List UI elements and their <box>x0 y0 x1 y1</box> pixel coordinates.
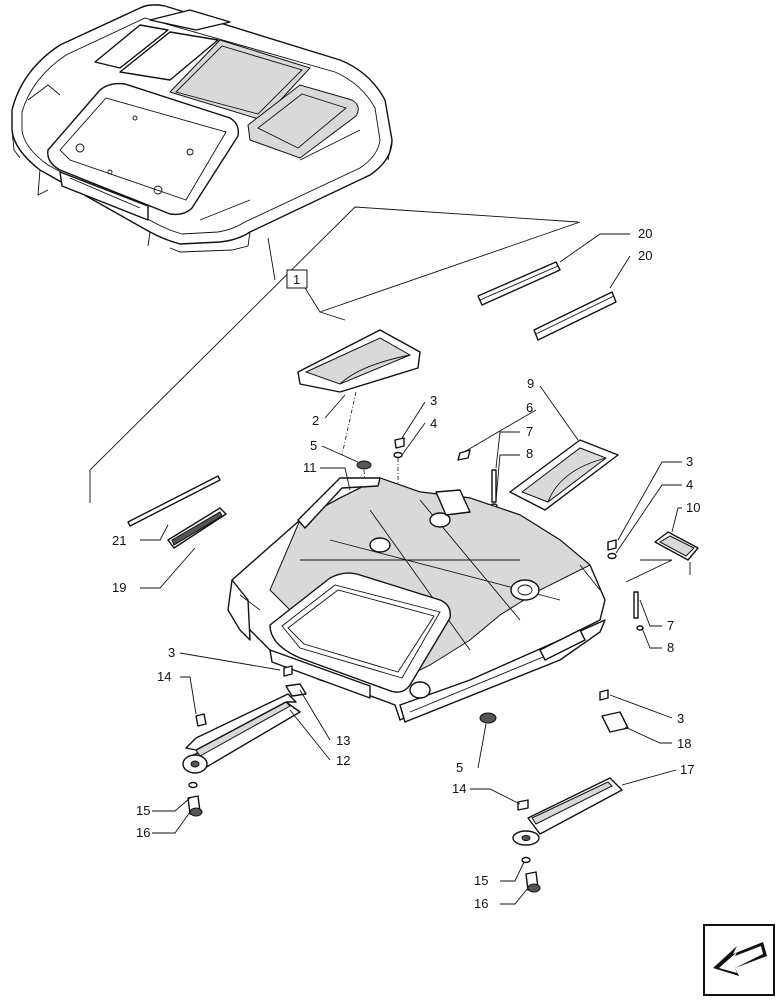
assembly-bracket: 1 <box>89 206 581 503</box>
part-2-duct-cover <box>297 329 421 456</box>
part-15-16-right <box>521 856 541 893</box>
callout-18: 18 <box>677 736 691 751</box>
part-12-handrail <box>182 665 307 774</box>
callout-3: 3 <box>686 454 693 469</box>
cab-roof-shell <box>11 4 393 253</box>
part-5-grommet <box>479 712 497 724</box>
callout-16: 16 <box>136 825 150 840</box>
callout-14: 14 <box>452 781 466 796</box>
right-fasteners <box>607 539 644 631</box>
callout-17: 17 <box>680 762 694 777</box>
callout-16: 16 <box>474 896 488 911</box>
callout-3: 3 <box>430 393 437 408</box>
callout-21: 21 <box>112 533 126 548</box>
callout-8: 8 <box>667 640 674 655</box>
callout-11: 11 <box>303 460 317 475</box>
callout-3: 3 <box>168 645 175 660</box>
callout-7: 7 <box>526 424 533 439</box>
callout-7: 7 <box>667 618 674 633</box>
callout-15: 15 <box>474 873 488 888</box>
callout-6: 6 <box>526 400 533 415</box>
callout-19: 19 <box>112 580 126 595</box>
part-20-seal-strips <box>477 261 617 341</box>
part-10-filter <box>625 531 699 583</box>
callout-15: 15 <box>136 803 150 818</box>
callout-13: 13 <box>336 733 350 748</box>
assembly-label: 1 <box>293 272 300 287</box>
callout-10: 10 <box>686 500 700 515</box>
headliner-frame <box>227 477 606 723</box>
part-9-panel <box>509 439 619 511</box>
assembly-label-box <box>286 269 308 289</box>
part-17-handrail <box>512 689 629 846</box>
part-15-16-left <box>187 781 203 817</box>
callout-9: 9 <box>527 376 534 391</box>
callout-14: 14 <box>157 669 171 684</box>
leader-lines <box>140 233 682 905</box>
callout-8: 8 <box>526 446 533 461</box>
callout-12: 12 <box>336 753 350 768</box>
callout-4: 4 <box>430 416 437 431</box>
callout-20: 20 <box>638 248 652 263</box>
callout-labels: 20 20 2 3 4 5 6 7 8 9 11 3 4 10 21 19 7 … <box>112 226 700 911</box>
callout-5: 5 <box>310 438 317 453</box>
callout-4: 4 <box>686 477 693 492</box>
callout-2: 2 <box>312 413 319 428</box>
arrow-left-down-icon[interactable] <box>703 924 775 996</box>
callout-5: 5 <box>456 760 463 775</box>
callout-20: 20 <box>638 226 652 241</box>
callout-3: 3 <box>677 711 684 726</box>
part-21-19-strips <box>127 475 227 549</box>
